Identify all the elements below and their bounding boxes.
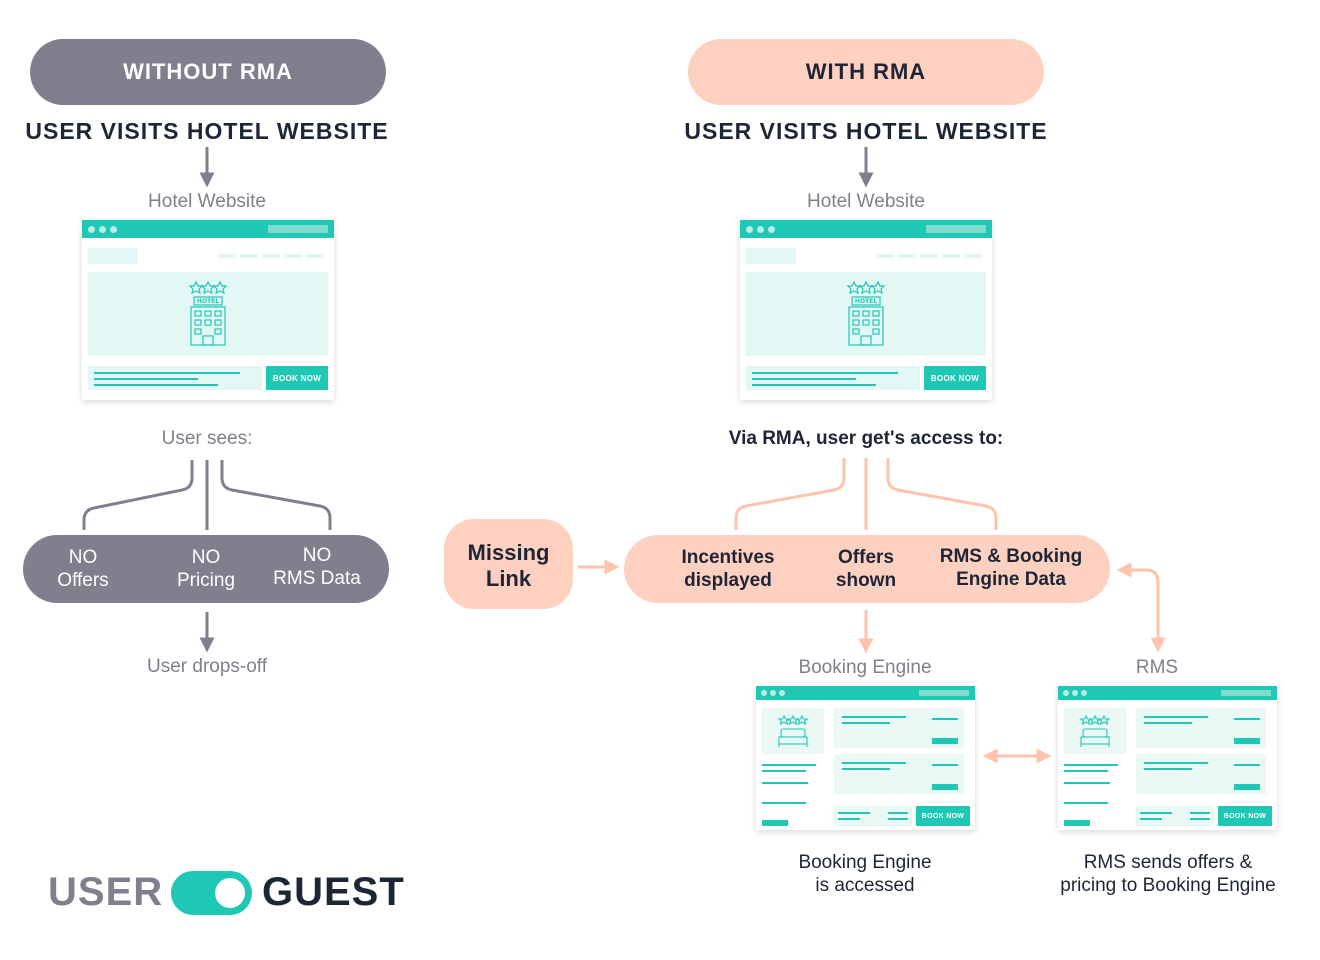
without-rma-pill: WITHOUT RMA [30,39,386,105]
user-drops-off-label: User drops-off [146,656,268,677]
booking-engine-mockup: BOOK NOW [756,686,975,830]
left-visit-heading: USER VISITS HOTEL WEBSITE [25,118,389,144]
rma-features-box [624,535,1110,603]
right-site-label: Hotel Website [807,191,925,212]
hotel-website-mockup-right: HOTEL BOOK NOW [740,220,992,400]
rms-label: RMS [1135,657,1179,678]
browser-titlebar [740,220,992,238]
via-rma-access-label: Via RMA, user get's access to: [728,428,1004,449]
left-site-label: Hotel Website [148,191,266,212]
branch-right-3 [886,458,998,530]
booking-engine-label: Booking Engine [798,657,932,678]
user-sees-label: User sees: [161,428,253,449]
address-bar [926,225,986,233]
with-rma-title: WITH RMA [805,59,927,84]
with-rma-pill: WITH RMA [688,39,1044,105]
svg-text:HOTEL: HOTEL [855,298,877,305]
no-features-box [23,535,389,603]
browser-titlebar [82,220,334,238]
bed-icon [777,714,809,747]
hotel-building-icon: HOTEL [188,280,228,346]
book-now-button[interactable]: BOOK NOW [924,366,986,390]
bed-icon [1079,714,1111,747]
rms-mockup: BOOK NOW [1058,686,1277,830]
toggle-switch-icon [171,871,252,915]
missing-link-box [444,519,573,609]
rms-caption: RMS sends offers &pricing to Booking Eng… [1060,852,1276,896]
branch-left-1 [82,460,194,530]
branch-left-3 [220,460,332,530]
browser-titlebar [1058,686,1277,700]
book-now-button[interactable]: BOOK NOW [1218,806,1272,826]
book-now-button[interactable]: BOOK NOW [266,366,328,390]
logo-user-text: USER [48,870,164,914]
hotel-website-mockup-left: HOTEL BOOK NOW [82,220,334,400]
hero-banner: HOTEL [746,272,986,356]
svg-text:HOTEL: HOTEL [197,298,219,305]
hotel-building-icon: HOTEL [846,280,886,346]
toggle-knob [215,878,245,908]
browser-titlebar [756,686,975,700]
without-rma-title: WITHOUT RMA [123,59,293,84]
branch-right-1 [734,458,846,530]
logo-guest-text: GUEST [262,870,405,914]
arrow-rms-to-data [1116,562,1166,653]
book-now-button[interactable]: BOOK NOW [916,806,970,826]
right-visit-heading: USER VISITS HOTEL WEBSITE [684,118,1048,144]
address-bar [268,225,328,233]
hero-banner: HOTEL [88,272,328,356]
